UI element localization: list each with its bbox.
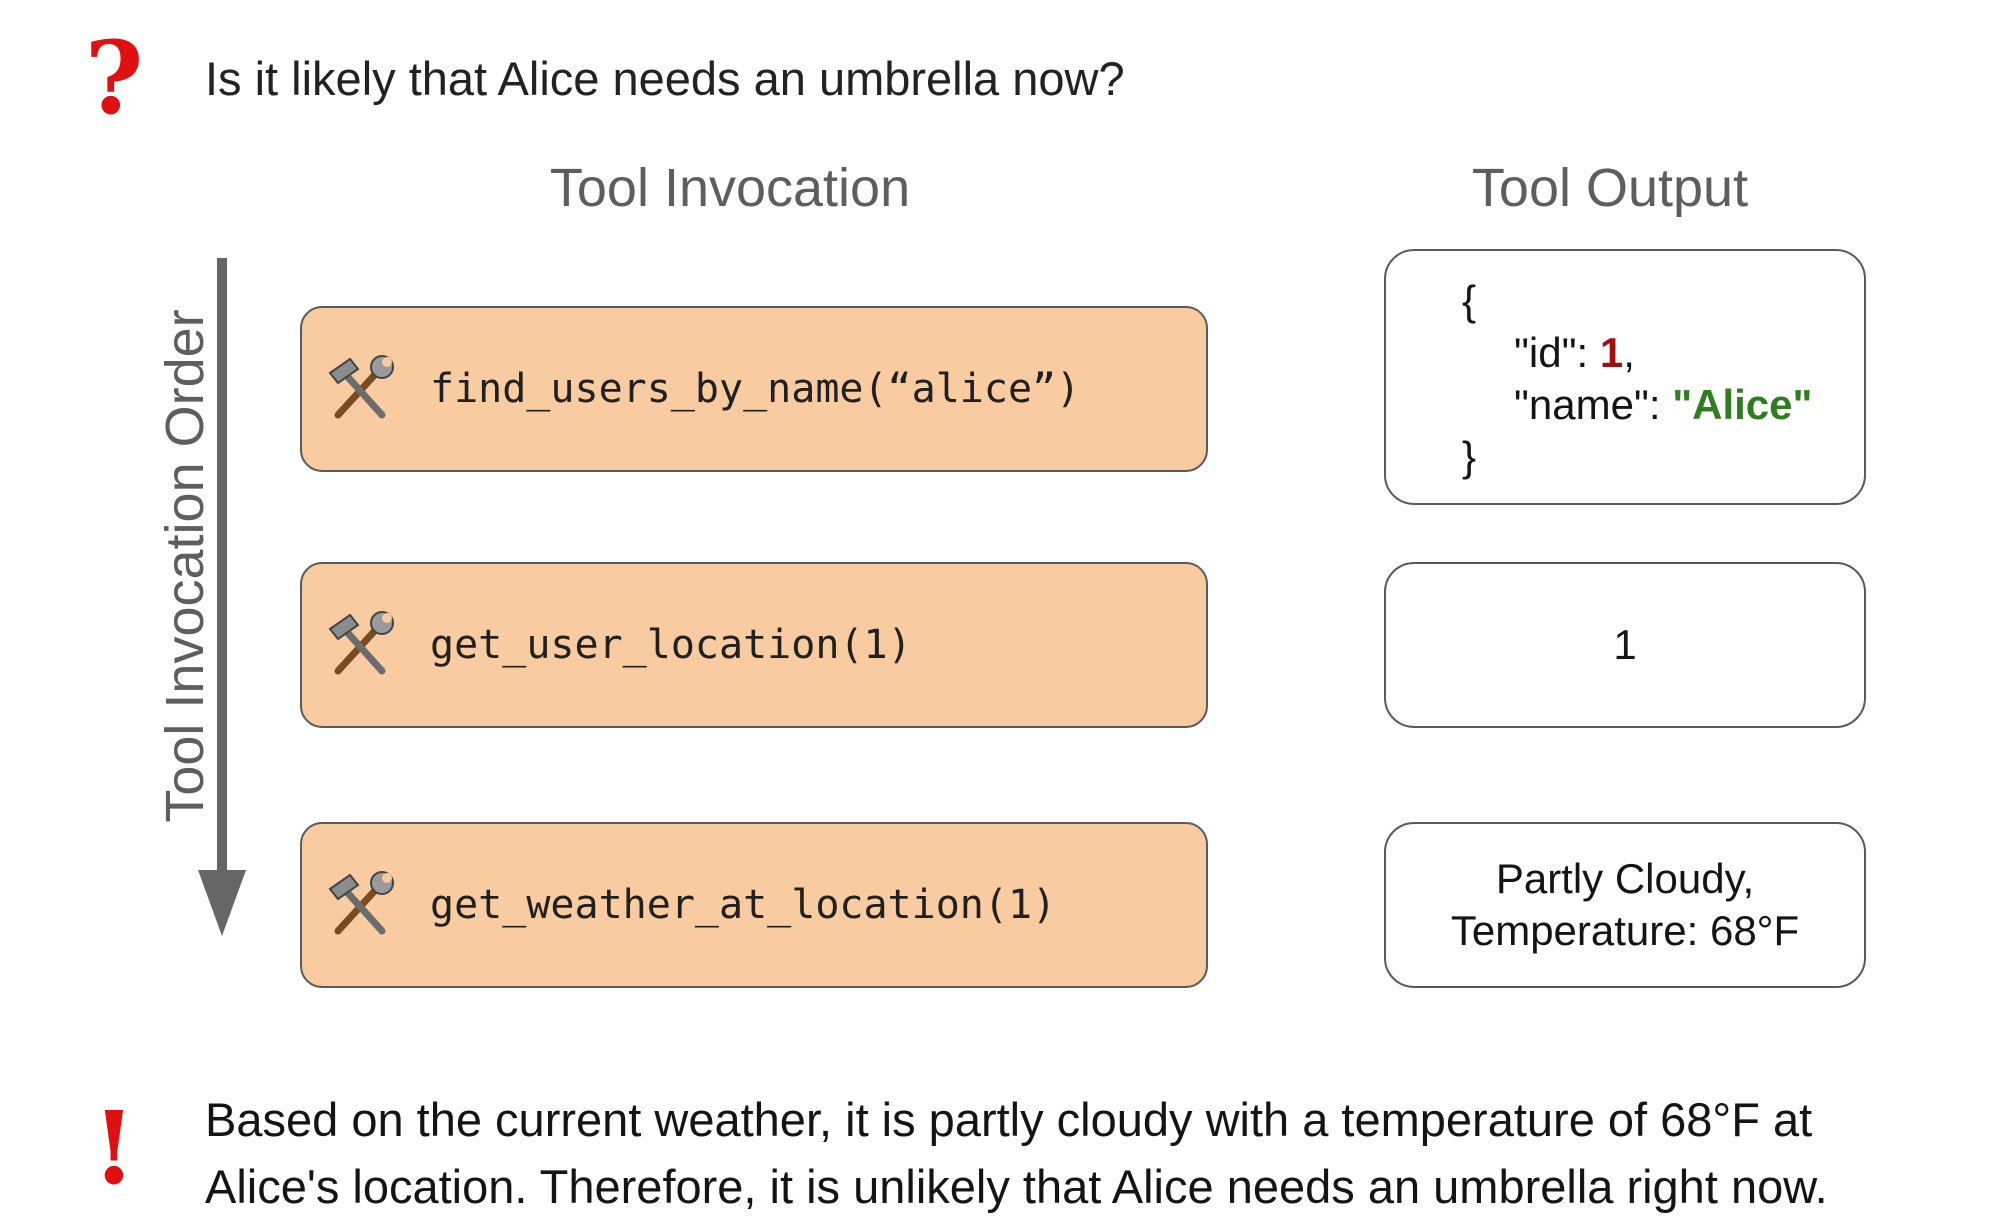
tool-call-text: find_users_by_name(“alice”) (430, 366, 1081, 412)
json-id-key: "id": (1514, 329, 1600, 376)
hammer-wrench-icon (328, 871, 394, 935)
question-text: Is it likely that Alice needs an umbrell… (205, 52, 1125, 105)
json-close-brace: } (1462, 433, 1477, 480)
tool-invocation-heading: Tool Invocation (549, 158, 911, 218)
json-name-key: "name": (1514, 381, 1673, 428)
tool-call-text: get_user_location(1) (430, 622, 912, 668)
exclamation-mark-icon: ! (92, 1089, 136, 1207)
tool-call-text: get_weather_at_location(1) (430, 882, 1057, 928)
weather-output: Partly Cloudy, Temperature: 68°F (1386, 853, 1864, 957)
tool-output-heading: Tool Output (1471, 158, 1749, 218)
tool-output-box: { "id": 1, "name": "Alice" } (1384, 249, 1866, 505)
tool-output-value: 1 (1613, 621, 1637, 668)
json-id-value: 1 (1599, 329, 1624, 376)
tool-output-box: 1 (1384, 562, 1866, 728)
down-arrow-icon (198, 258, 246, 936)
tool-call-box: get_user_location(1) (300, 562, 1208, 728)
weather-output-line2: Temperature: 68°F (1450, 907, 1800, 954)
tool-call-box: find_users_by_name(“alice”) (300, 306, 1208, 472)
json-name-value: "Alice" (1672, 381, 1813, 428)
question-mark-icon: ? (84, 19, 144, 137)
json-id-line: "id": 1, (1514, 327, 1635, 379)
json-open-brace: { (1462, 277, 1477, 324)
hammer-wrench-icon (328, 355, 394, 419)
json-id-comma: , (1623, 329, 1635, 376)
weather-output-line1: Partly Cloudy, (1495, 855, 1755, 902)
tool-call-box: get_weather_at_location(1) (300, 822, 1208, 988)
answer-text: Based on the current weather, it is part… (205, 1093, 1828, 1213)
json-name-line: "name": "Alice" (1514, 379, 1812, 431)
hammer-wrench-icon (328, 611, 394, 675)
tool-output-box: Partly Cloudy, Temperature: 68°F (1384, 822, 1866, 988)
